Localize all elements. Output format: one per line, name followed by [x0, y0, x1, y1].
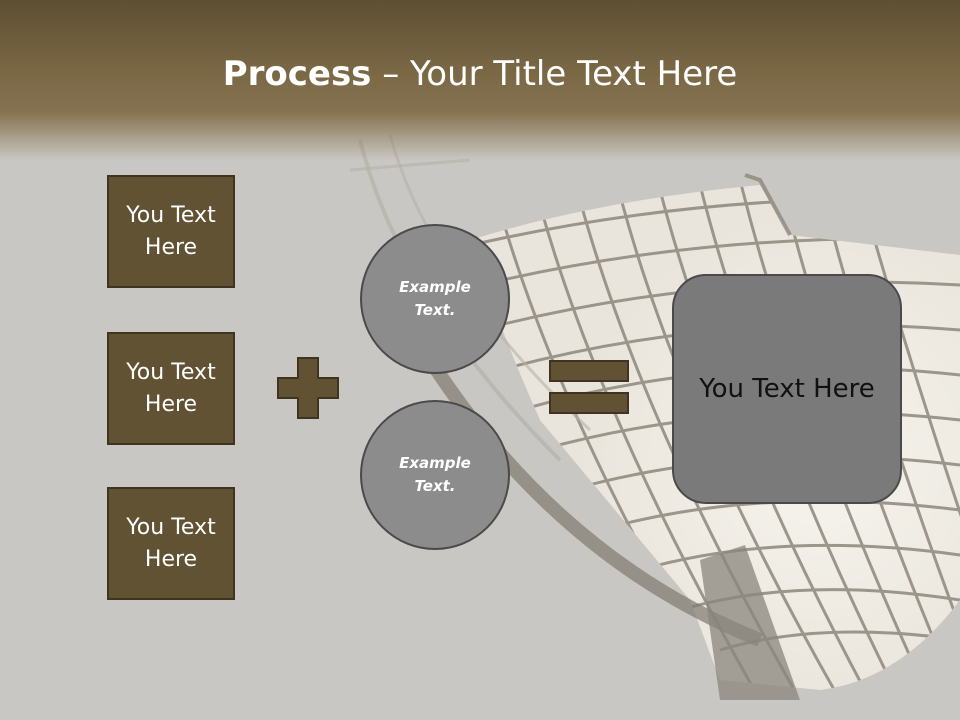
title-bold-text: Process — [222, 54, 372, 94]
header-band — [0, 0, 960, 160]
input-box-1[interactable]: You Text Here — [107, 175, 235, 288]
plus-icon — [277, 357, 339, 419]
input-box-2[interactable]: You Text Here — [107, 332, 235, 445]
slide-title[interactable]: Process – Your Title Text Here — [0, 52, 960, 96]
equals-icon — [549, 360, 629, 414]
result-box-label: You Text Here — [699, 374, 875, 404]
input-box-2-label: You Text Here — [126, 359, 216, 417]
title-rest-text: – Your Title Text Here — [371, 54, 738, 94]
input-box-1-label: You Text Here — [126, 202, 216, 260]
input-box-3[interactable]: You Text Here — [107, 487, 235, 600]
example-circle-2[interactable]: Example Text. — [360, 400, 510, 550]
example-circle-1[interactable]: Example Text. — [360, 224, 510, 374]
example-circle-2-label: Example Text. — [399, 454, 471, 495]
example-circle-1-label: Example Text. — [399, 278, 471, 319]
input-box-3-label: You Text Here — [126, 514, 216, 572]
result-box[interactable]: You Text Here — [672, 274, 902, 504]
